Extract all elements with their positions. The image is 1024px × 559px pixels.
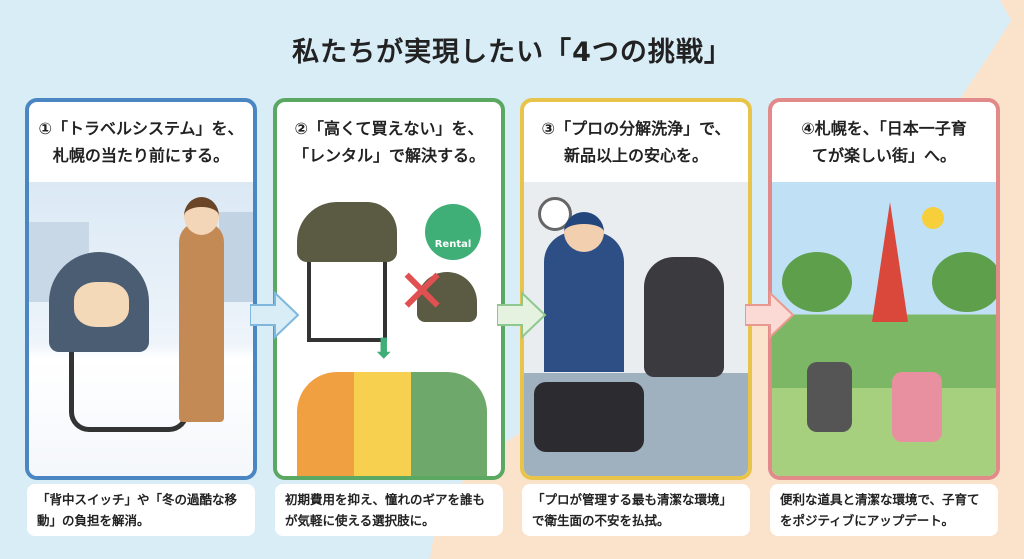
challenge-card-1: ①「トラベルシステム」を、札幌の当たり前にする。	[25, 98, 257, 480]
challenge-card-3: ③「プロの分解洗浄」で、新品以上の安心を。	[520, 98, 752, 480]
heading-line: 「レンタル」で解決する。	[292, 146, 485, 165]
heading-line: 札幌の当たり前にする。	[52, 146, 230, 165]
sapporo-park-illustration	[772, 182, 996, 476]
cross-mark-icon: ✕	[397, 257, 448, 327]
page-title: 私たちが実現したい「4つの挑戦」	[292, 37, 732, 68]
rental-badge: Rental	[425, 204, 481, 260]
card-3-caption: 「プロが管理する最も清潔な環境」で衛生面の不安を払拭。	[522, 484, 750, 536]
winter-stroller-illustration	[29, 182, 253, 476]
arrow-right-icon	[745, 290, 795, 340]
sun-icon	[922, 207, 944, 229]
card-heading: ②「高くて買えない」を、「レンタル」で解決する。	[277, 102, 501, 182]
card-4-caption: 便利な道具と清潔な環境で、子育てをポジティブにアップデート。	[770, 484, 998, 536]
heading-line: ②「高くて買えない」を、	[294, 119, 484, 138]
challenge-card-2: ②「高くて買えない」を、「レンタル」で解決する。 Rental ✕ ⬇	[273, 98, 505, 480]
rental-illustration: Rental ✕ ⬇	[277, 182, 501, 476]
card-heading: ④札幌を、「日本一子育てが楽しい街」へ。	[772, 102, 996, 182]
tv-tower	[872, 202, 908, 322]
cleaning-illustration	[524, 182, 748, 476]
heading-line: 新品以上の安心を。	[563, 146, 708, 165]
card-1-caption: 「背中スイッチ」や「冬の過酷な移動」の負担を解消。	[27, 484, 255, 536]
down-arrow-icon: ⬇	[372, 332, 396, 365]
arrow-right-icon	[250, 290, 300, 340]
heading-line: ③「プロの分解洗浄」で、	[541, 119, 731, 138]
heading-line: てが楽しい街」へ。	[811, 146, 956, 165]
card-2-caption: 初期費用を抑え、憧れのギアを誰もが気軽に使える選択肢に。	[275, 484, 503, 536]
heading-line: ④札幌を、「日本一子育	[801, 119, 967, 138]
challenge-card-4: ④札幌を、「日本一子育てが楽しい街」へ。	[768, 98, 1000, 480]
card-heading: ③「プロの分解洗浄」で、新品以上の安心を。	[524, 102, 748, 182]
card-heading: ①「トラベルシステム」を、札幌の当たり前にする。	[29, 102, 253, 182]
arrow-right-icon	[497, 290, 547, 340]
heading-line: ①「トラベルシステム」を、	[38, 119, 244, 138]
